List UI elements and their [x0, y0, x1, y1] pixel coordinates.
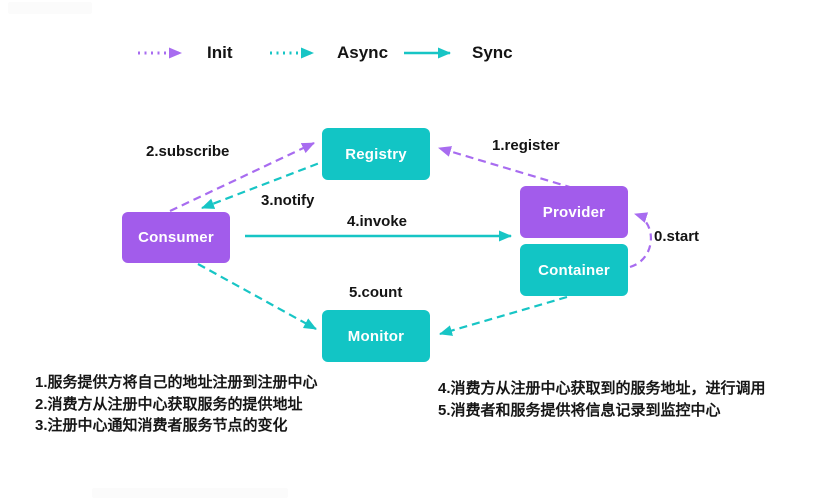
arrow-register	[438, 146, 574, 190]
arrow-consumer-monitor	[197, 263, 317, 330]
edge-label-register: 1.register	[492, 137, 560, 154]
node-monitor-label: Monitor	[347, 327, 405, 345]
legend-async-label: Async	[337, 43, 389, 62]
notes-left: 1.服务提供方将自己的地址注册到注册中心 2.消费方从注册中心获取服务的提供地址…	[35, 372, 318, 437]
arrow-subscribe	[169, 142, 315, 212]
note-line: 1.服务提供方将自己的地址注册到注册中心	[35, 374, 318, 391]
node-monitor: Monitor	[322, 310, 430, 362]
node-consumer: Consumer	[122, 212, 230, 263]
node-registry: Registry	[322, 128, 430, 180]
edge-label-notify: 3.notify	[261, 192, 315, 209]
arrow-start	[629, 212, 652, 269]
node-provider-label: Provider	[542, 203, 606, 221]
edge-label-invoke: 4.invoke	[347, 213, 408, 230]
legend-init-label: Init	[207, 43, 233, 62]
arrow-notify	[201, 157, 331, 210]
note-line: 4.消费方从注册中心获取到的服务地址，进行调用	[438, 380, 766, 397]
notes-right: 4.消费方从注册中心获取到的服务地址，进行调用 5.消费者和服务提供将信息记录到…	[438, 378, 766, 421]
node-container-label: Container	[538, 261, 610, 279]
edge-label-count: 5.count	[349, 284, 403, 301]
watermark	[8, 2, 92, 14]
note-line: 5.消费者和服务提供将信息记录到监控中心	[438, 401, 721, 419]
node-registry-label: Registry	[345, 145, 407, 163]
legend-sync-label: Sync	[472, 43, 513, 62]
edge-label-start: 0.start	[654, 228, 700, 245]
note-line: 2.消费方从注册中心获取服务的提供地址	[35, 395, 303, 413]
node-provider: Provider	[520, 186, 628, 238]
watermark	[92, 488, 288, 498]
node-container: Container	[520, 244, 628, 296]
note-line: 3.注册中心通知消费者服务节点的变化	[35, 417, 288, 434]
edge-label-subscribe: 2.subscribe	[146, 143, 230, 160]
arrow-container-monitor	[439, 295, 568, 336]
node-consumer-label: Consumer	[138, 229, 214, 246]
